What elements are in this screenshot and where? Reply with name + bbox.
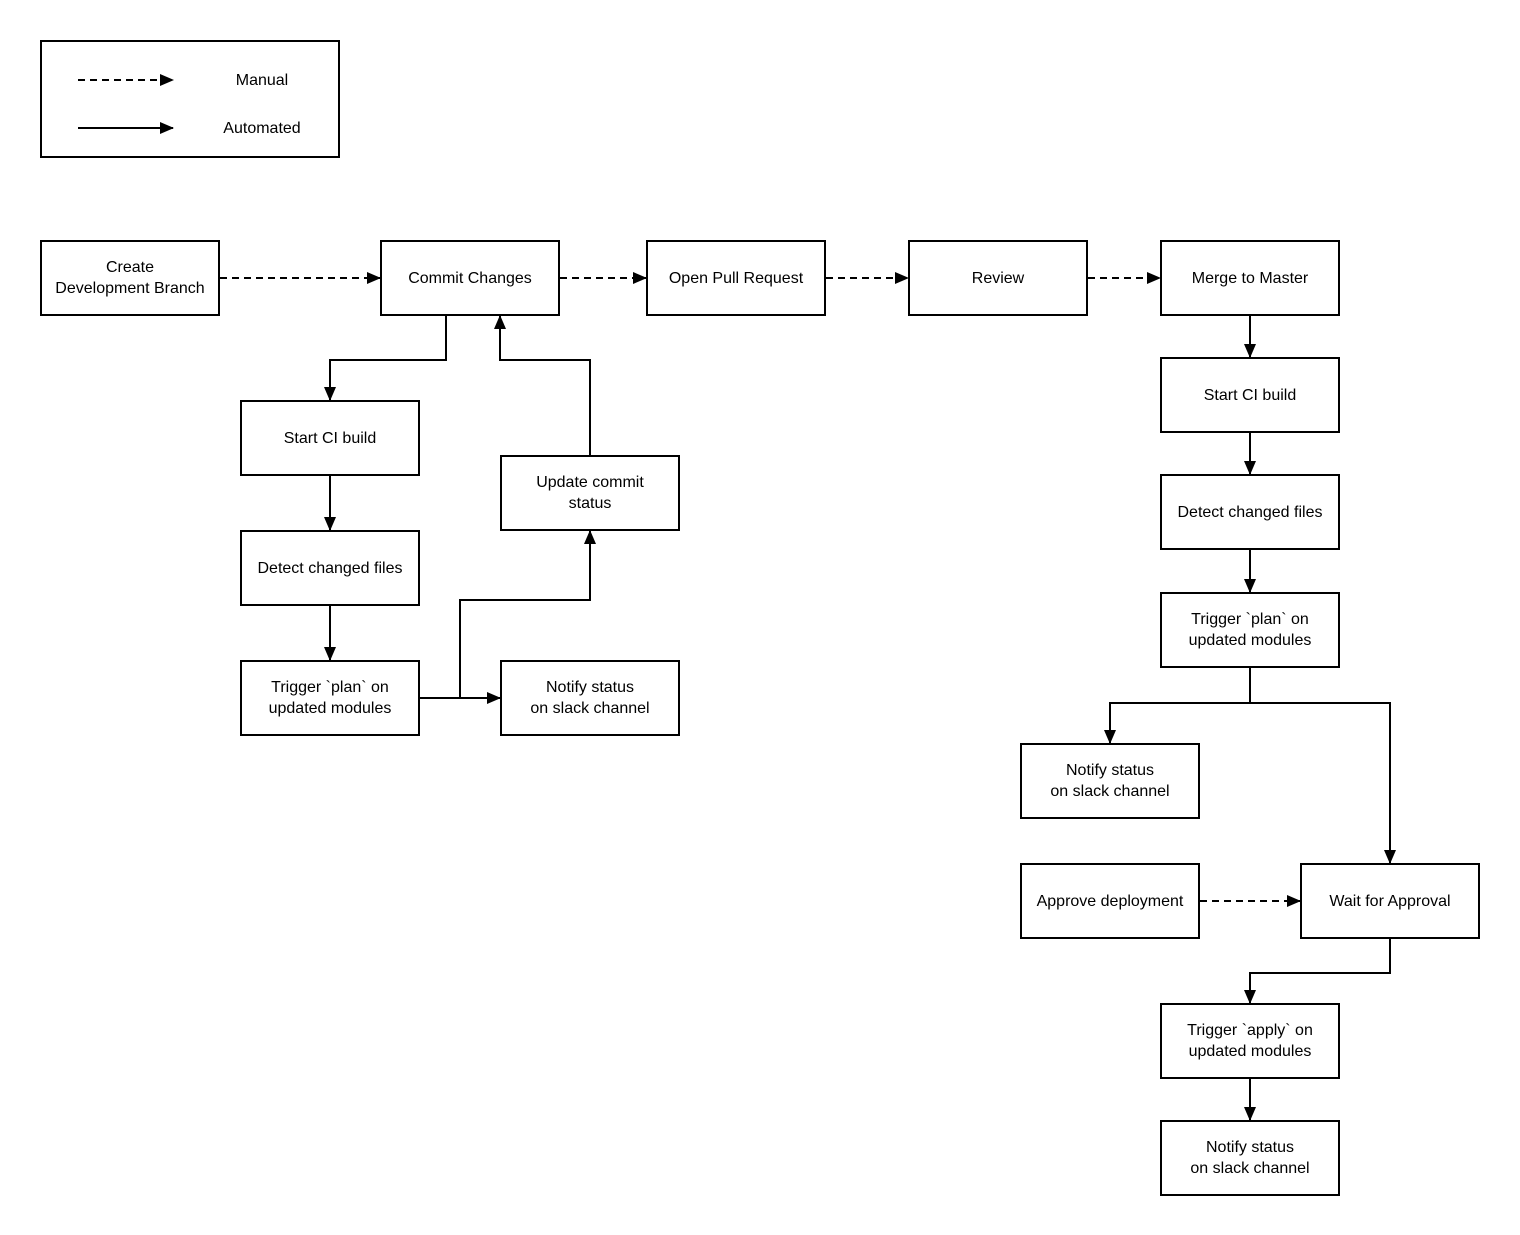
node-open-pull-request: Open Pull Request — [646, 240, 826, 316]
node-update-commit-status: Update commit status — [500, 455, 680, 531]
node-notify-status-apply: Notify status on slack channel — [1160, 1120, 1340, 1196]
edge-commit-to-startci — [324, 316, 447, 401]
legend-automated-label: Automated — [223, 120, 301, 137]
node-commit-changes: Commit Changes — [380, 240, 560, 316]
edge-wait-to-apply — [1244, 939, 1391, 1004]
edge-update-to-commit — [494, 315, 591, 455]
node-detect-changed-files-dev: Detect changed files — [240, 530, 420, 606]
node-wait-for-approval: Wait for Approval — [1300, 863, 1480, 939]
node-merge-to-master: Merge to Master — [1160, 240, 1340, 316]
node-start-ci-build-master: Start CI build — [1160, 357, 1340, 433]
node-trigger-apply-master: Trigger `apply` on updated modules — [1160, 1003, 1340, 1079]
node-trigger-plan-dev: Trigger `plan` on updated modules — [240, 660, 420, 736]
node-review: Review — [908, 240, 1088, 316]
node-start-ci-build-dev: Start CI build — [240, 400, 420, 476]
node-notify-status-plan: Notify status on slack channel — [1020, 743, 1200, 819]
edge-plan-to-notify-master — [1104, 668, 1251, 744]
node-detect-changed-files-master: Detect changed files — [1160, 474, 1340, 550]
legend-manual-label: Manual — [235, 72, 289, 89]
edge-plan-to-wait — [1249, 668, 1396, 864]
node-approve-deployment: Approve deployment — [1020, 863, 1200, 939]
node-notify-status-dev: Notify status on slack channel — [500, 660, 680, 736]
node-trigger-plan-master: Trigger `plan` on updated modules — [1160, 592, 1340, 668]
legend: Manual Automated — [40, 40, 340, 158]
node-create-development-branch: Create Development Branch — [40, 240, 220, 316]
